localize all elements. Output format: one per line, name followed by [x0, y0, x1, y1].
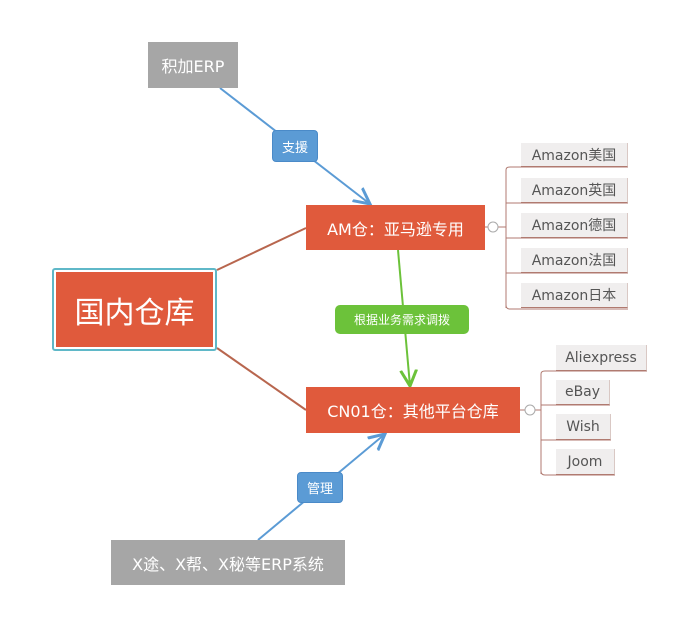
erp-bottom-node[interactable]: X途、X帮、X秘等ERP系统 — [111, 540, 345, 585]
leaf-amazon-de[interactable]: Amazon德国 — [521, 213, 628, 238]
am-warehouse-node[interactable]: AM仓：亚马逊专用 — [306, 205, 485, 250]
branch-line-am — [216, 227, 307, 271]
support-label[interactable]: 支援 — [272, 130, 318, 162]
transfer-label[interactable]: 根据业务需求调拨 — [335, 305, 469, 334]
leaf-amazon-jp[interactable]: Amazon日本 — [521, 283, 628, 308]
leaf-joom[interactable]: Joom — [556, 449, 615, 475]
branch-line-cn — [216, 347, 307, 411]
leaf-wish[interactable]: Wish — [556, 414, 611, 440]
root-label: 国内仓库 — [56, 272, 213, 347]
leaf-ebay[interactable]: eBay — [556, 380, 610, 405]
leaf-aliexpress[interactable]: Aliexpress — [556, 345, 647, 371]
erp-top-node[interactable]: 积加ERP — [148, 42, 238, 88]
cn01-warehouse-node[interactable]: CN01仓：其他平台仓库 — [306, 387, 520, 433]
collapse-toggle-cn — [524, 404, 536, 416]
manage-label[interactable]: 管理 — [297, 472, 343, 503]
leaf-amazon-uk[interactable]: Amazon英国 — [521, 178, 628, 203]
root-node[interactable]: 国内仓库 — [52, 268, 217, 351]
leaf-amazon-fr[interactable]: Amazon法国 — [521, 248, 628, 273]
leaf-amazon-us[interactable]: Amazon美国 — [521, 143, 628, 167]
collapse-toggle-am — [487, 221, 499, 233]
